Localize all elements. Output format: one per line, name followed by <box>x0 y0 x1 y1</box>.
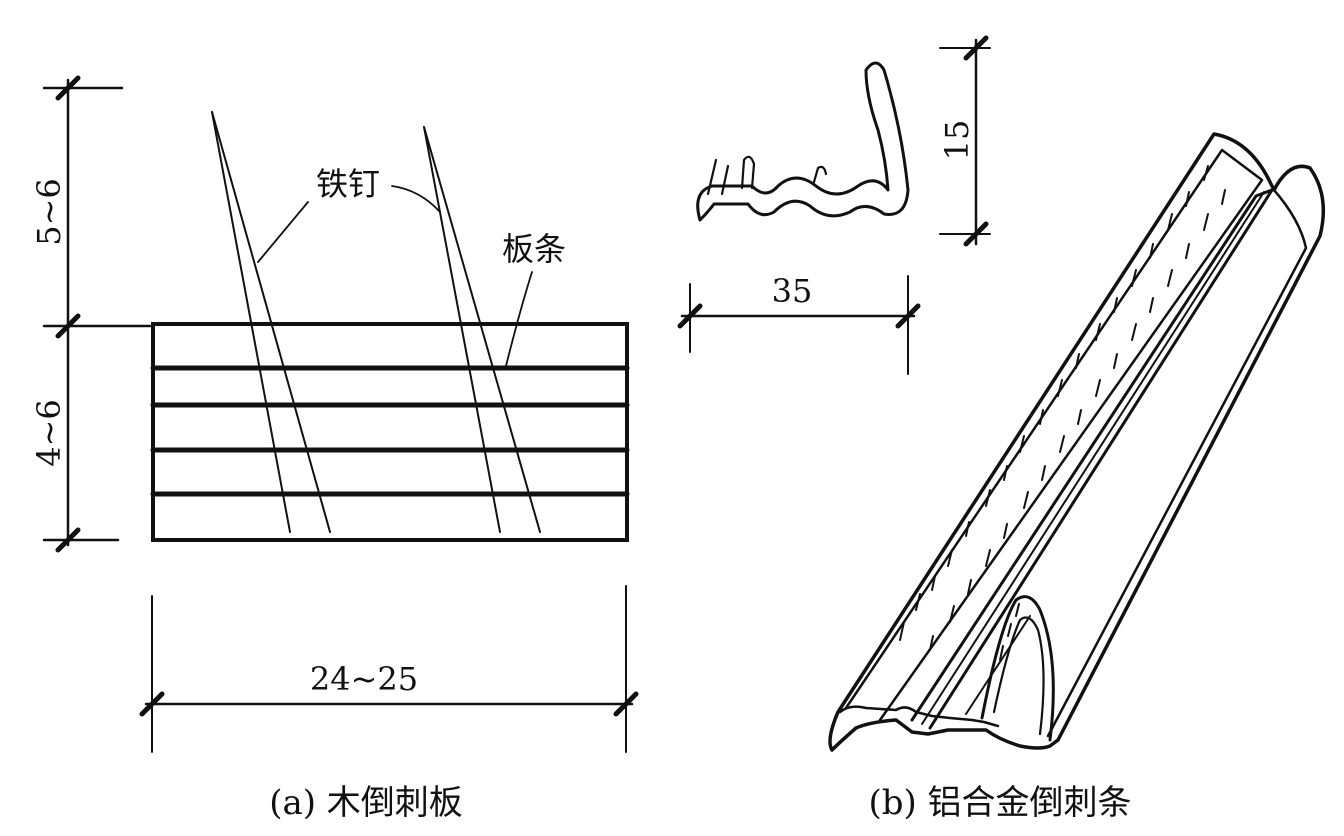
caption-b: (b) 铝合金倒刺条 <box>868 783 1131 823</box>
panel-a-width-dimension <box>139 585 639 753</box>
wood-strips <box>150 322 630 542</box>
dim-label-section-width: 35 <box>772 272 813 310</box>
label-nail: 铁钉 <box>316 165 380 203</box>
label-strip: 板条 <box>502 230 566 268</box>
nail-right <box>423 126 541 533</box>
panel-a-wood-barb-board: 5~6 4~6 铁钉 板条 <box>30 75 639 823</box>
strip-cross-section <box>696 61 910 222</box>
dim-label-width: 24~25 <box>310 660 418 698</box>
panel-a-vertical-dimension <box>42 75 152 553</box>
caption-a: (a) 木倒刺板 <box>269 783 463 823</box>
panel-b-aluminum-barb-strip: 15 35 <box>677 35 1326 823</box>
dim-label-top-vertical: 5~6 <box>30 178 68 246</box>
panel-b-width-dimension <box>677 275 921 375</box>
strip-isometric-view <box>828 132 1326 752</box>
nail-leaders <box>257 185 533 367</box>
dim-label-mid-vertical: 4~6 <box>30 399 68 467</box>
nail-left <box>211 111 331 533</box>
panel-b-height-dimension <box>939 35 991 247</box>
barb-ticks <box>899 165 1226 661</box>
dim-label-height: 15 <box>938 120 976 161</box>
